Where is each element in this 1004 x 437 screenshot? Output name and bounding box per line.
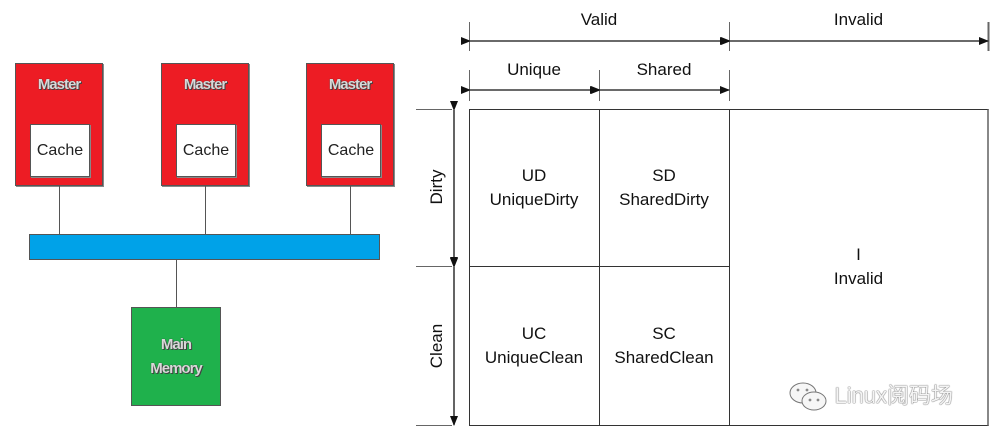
- cell-invalid: I Invalid: [729, 243, 988, 291]
- state-name: Invalid: [833, 269, 884, 288]
- tick-line: [416, 109, 440, 110]
- clean-label: Clean: [427, 323, 446, 369]
- state-abbr: UD: [521, 166, 547, 185]
- cache-block-1: Cache: [30, 124, 90, 177]
- state-name: SharedClean: [614, 348, 714, 367]
- cache-block-2: Cache: [176, 124, 236, 177]
- dirty-label: Dirty: [427, 169, 446, 205]
- connector-line: [205, 186, 206, 234]
- unique-label: Unique: [507, 60, 561, 79]
- grid-divider: [599, 109, 600, 426]
- master-block-1: Master Cache: [15, 63, 103, 186]
- grid-divider: [469, 266, 729, 267]
- dimension-arrows: [440, 22, 990, 426]
- watermark: Linux阅码场: [788, 376, 953, 414]
- master-label: Master: [37, 76, 81, 93]
- state-abbr: I: [856, 245, 861, 264]
- watermark-text: Linux阅码场: [834, 383, 954, 408]
- valid-label: Valid: [580, 10, 618, 29]
- cell-unique-dirty: UD UniqueDirty: [469, 164, 599, 212]
- master-label: Master: [183, 76, 227, 93]
- cell-unique-clean: UC UniqueClean: [469, 322, 599, 370]
- state-name: UniqueClean: [484, 348, 584, 367]
- state-abbr: SC: [652, 324, 676, 343]
- master-block-2: Master Cache: [161, 63, 249, 186]
- state-name: UniqueDirty: [489, 190, 579, 209]
- connector-line: [59, 186, 60, 234]
- connector-line: [350, 186, 351, 234]
- cache-block-3: Cache: [321, 124, 381, 177]
- invalid-label: Invalid: [833, 10, 884, 29]
- state-abbr: SD: [652, 166, 676, 185]
- cell-shared-clean: SC SharedClean: [599, 322, 729, 370]
- interconnect-bus: [29, 234, 380, 260]
- shared-label: Shared: [636, 60, 692, 79]
- cell-shared-dirty: SD SharedDirty: [599, 164, 729, 212]
- memory-label-line1: Main: [160, 335, 192, 353]
- grid-divider: [729, 109, 730, 426]
- master-label: Master: [328, 76, 372, 93]
- memory-label-line2: Memory: [150, 359, 203, 377]
- wechat-icon: [789, 382, 827, 411]
- state-name: SharedDirty: [619, 190, 709, 209]
- tick-line: [416, 425, 440, 426]
- state-abbr: UC: [521, 324, 547, 343]
- tick-line: [416, 266, 440, 267]
- main-memory-block: Main Memory: [131, 307, 221, 406]
- connector-line: [176, 260, 177, 308]
- master-block-3: Master Cache: [306, 63, 394, 186]
